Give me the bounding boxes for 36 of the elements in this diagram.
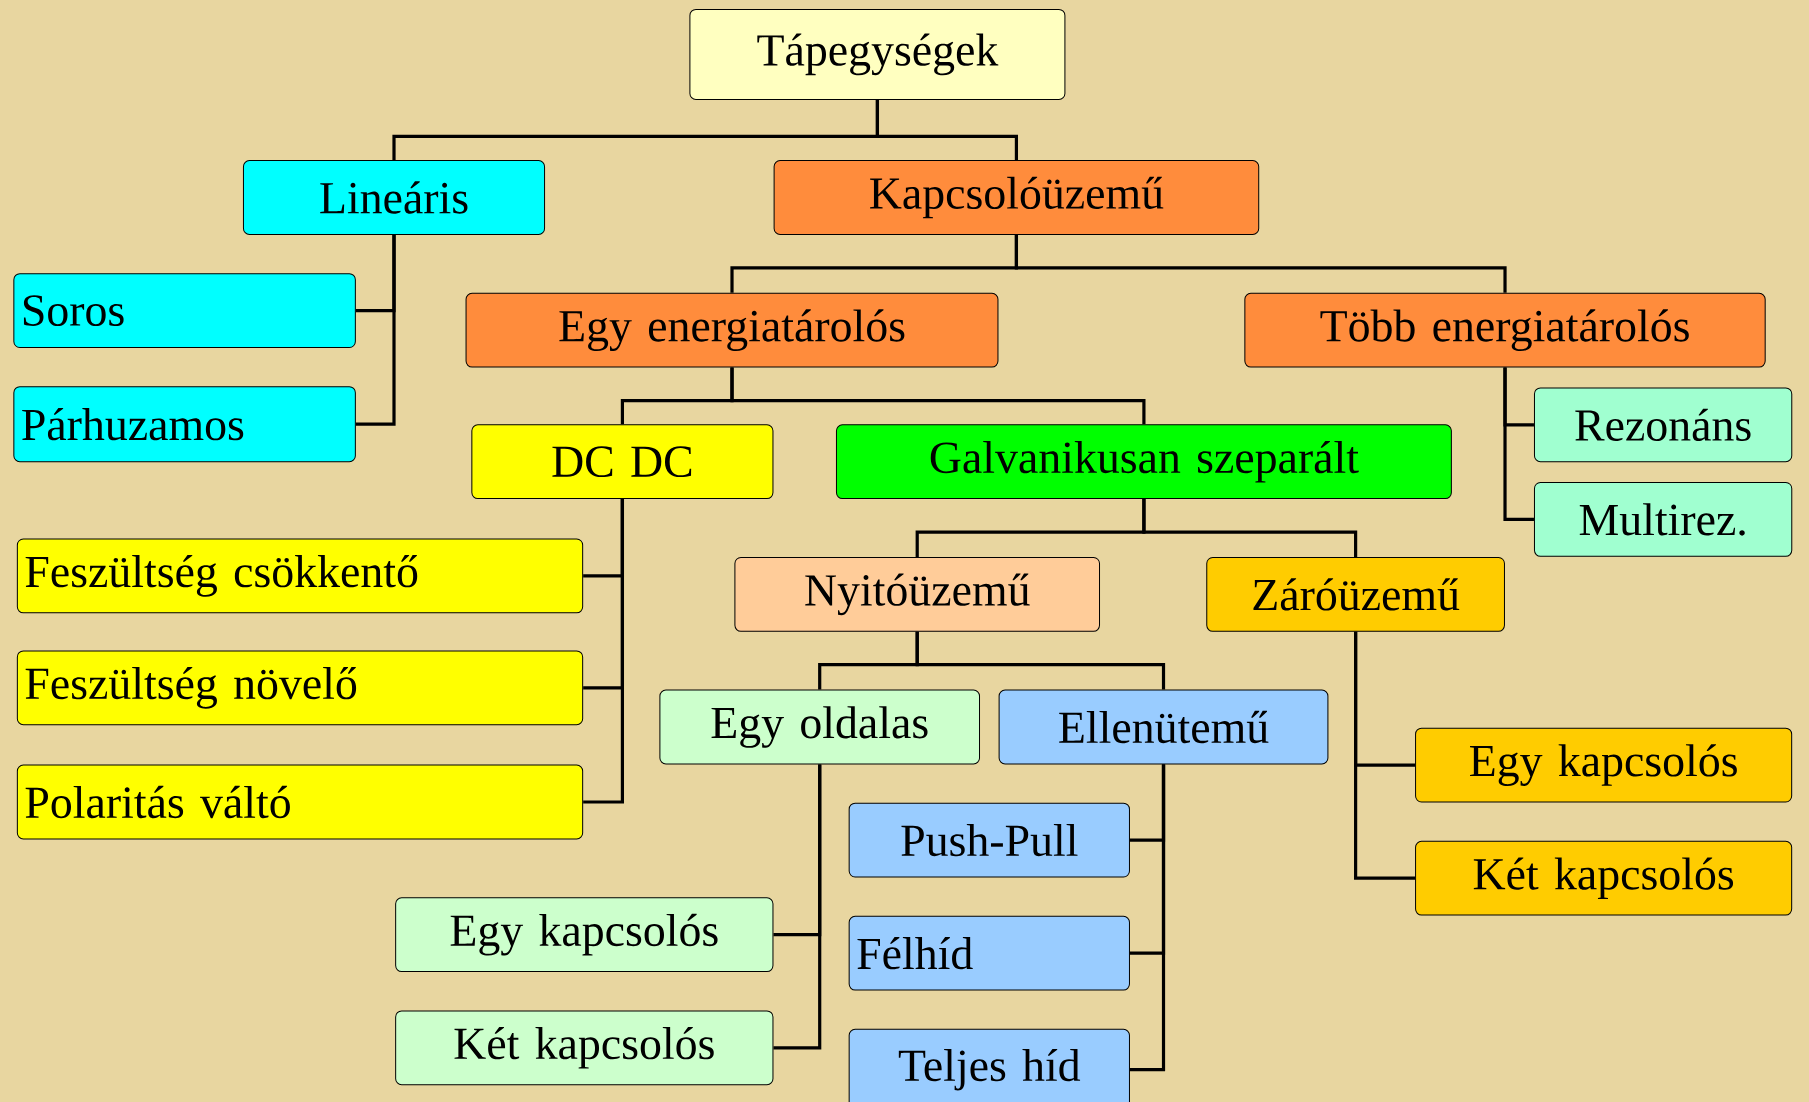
connector-line (1129, 764, 1166, 1072)
category-box: Záróüzemű (1206, 557, 1505, 632)
category-box: Két kapcsolós (1415, 840, 1793, 916)
connector-line (875, 99, 1018, 161)
connector-line (1142, 499, 1358, 557)
category-box: Soros (13, 273, 356, 348)
category-box: Rezonáns (1533, 387, 1793, 463)
connector-line (583, 499, 624, 804)
category-box: Multirez. (1533, 482, 1793, 557)
connector-line (1503, 367, 1534, 521)
category-box: Feszültség növelő (16, 650, 584, 726)
category-box: Teljes híd (848, 1028, 1130, 1102)
category-box: Kapcsolóüzemű (773, 160, 1260, 235)
connector-line (1354, 631, 1416, 880)
category-box: Feszültség csökkentő (16, 538, 584, 614)
category-box: Több energiatárolós (1244, 292, 1766, 368)
connector-line (355, 234, 396, 426)
category-box: Félhíd (848, 915, 1130, 991)
category-box: DC DC (471, 424, 774, 500)
category-box: Tápegységek (689, 8, 1066, 100)
category-box: Galvanikusan szeparált (835, 424, 1452, 500)
connector-line (915, 631, 1166, 690)
category-box: Két kapcsolós (395, 1010, 774, 1086)
category-box: Ellenütemű (998, 689, 1329, 765)
category-box: Polaritás váltó (16, 764, 584, 840)
category-box: Egy energiatárolós (465, 292, 999, 368)
category-box: Nyitóüzemű (734, 557, 1100, 632)
category-box: Push-Pull (848, 802, 1130, 878)
category-box: Egy kapcsolós (395, 897, 774, 973)
category-box: Párhuzamos (13, 386, 356, 463)
connector-line (730, 367, 1146, 425)
connector-line (1014, 234, 1507, 293)
category-box: Egy kapcsolós (1415, 727, 1793, 803)
category-box: Egy oldalas (659, 689, 980, 765)
connector-line (773, 764, 822, 1050)
category-box: Lineáris (242, 160, 546, 235)
